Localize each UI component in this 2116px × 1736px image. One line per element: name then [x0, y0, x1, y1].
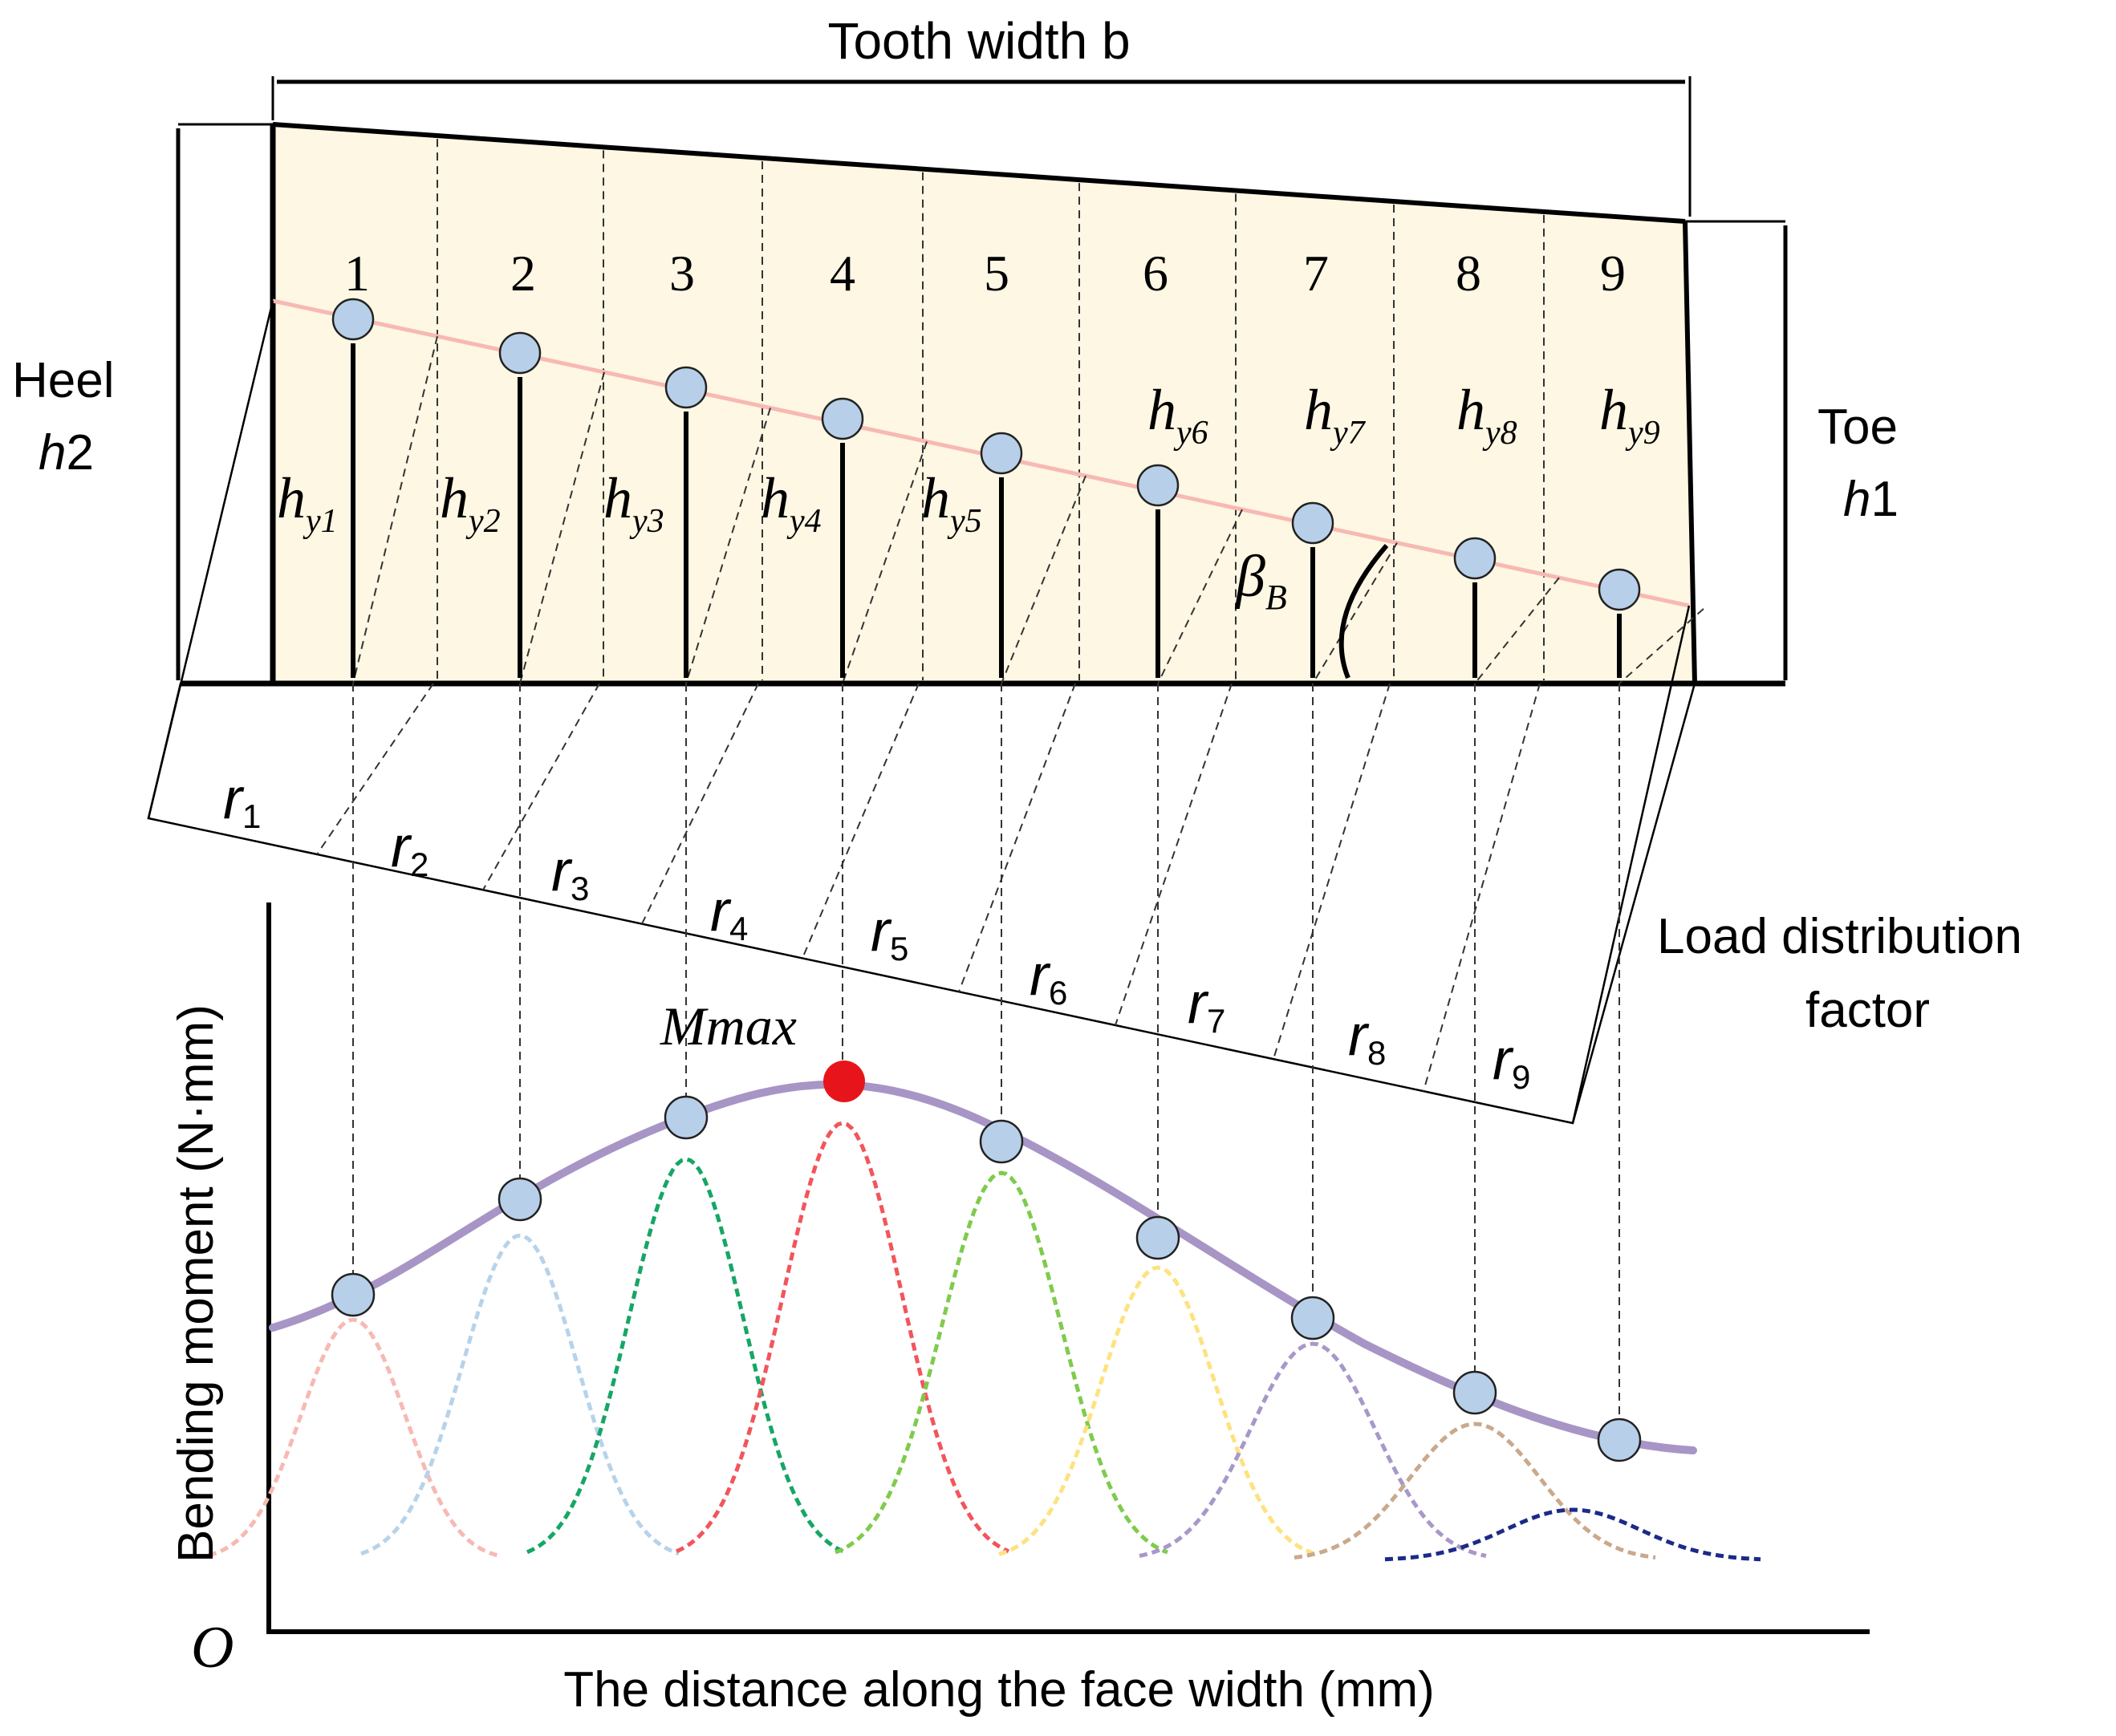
- load-factor-label-r7: r7: [1188, 971, 1225, 1040]
- segment-number-5: 5: [984, 245, 1009, 302]
- diagonal-guide-3: [685, 408, 771, 684]
- height-label-4: hy4: [761, 466, 822, 540]
- heel-label: Heel: [12, 353, 115, 408]
- segment-dividers: [437, 139, 1545, 680]
- height-label-8: hy8: [1456, 378, 1517, 452]
- toe-label: Toe: [1817, 400, 1898, 455]
- beta-angle-label: βB: [1234, 544, 1287, 617]
- height-label-3: hy3: [603, 466, 664, 540]
- local-moment-curve-1: [208, 1317, 498, 1558]
- height-label-6: hy6: [1147, 378, 1208, 452]
- load-strip-outline: [147, 682, 1696, 1125]
- height-label-1: hy1: [277, 466, 338, 540]
- load-factor-label-2: factor: [1805, 983, 1930, 1038]
- local-moment-curves: [208, 1121, 1761, 1562]
- max-moment-label: Mmax: [660, 996, 797, 1057]
- load-distribution-strip: [147, 682, 1696, 1125]
- strip-divider-8: [1423, 683, 1541, 1092]
- moment-point-5: [979, 1119, 1024, 1164]
- segment-labels: 1 hy1 r1 2 hy2 r2 3 hy3 r3 4 hy4 r4 5 hy5 r5 6 hy6 r6 7 hy7…: [223, 245, 1660, 1096]
- moment-chart: [208, 902, 1870, 1634]
- segment-number-1: 1: [344, 245, 370, 302]
- load-factor-label-r4: r4: [710, 879, 748, 947]
- tooth-contact-point-2: [498, 331, 542, 375]
- strip-divider-1: [316, 683, 434, 855]
- tooth-contact-point-3: [664, 366, 708, 409]
- tooth-width-label: Tooth width b: [827, 12, 1130, 70]
- load-factor-label-r3: r3: [551, 839, 589, 907]
- load-factor-label-r1: r1: [223, 767, 261, 835]
- tooth-contact-point-4: [821, 397, 864, 440]
- segment-number-2: 2: [510, 245, 536, 302]
- load-factor-label-r6: r6: [1030, 943, 1067, 1012]
- strip-divider-5: [958, 683, 1076, 992]
- moment-point-9: [1597, 1418, 1642, 1462]
- moment-point-3: [664, 1095, 709, 1140]
- diagonal-guide-8: [1474, 577, 1560, 684]
- local-moment-curve-4: [675, 1121, 1010, 1554]
- max-moment-point: [823, 1061, 865, 1102]
- origin-label: O: [191, 1615, 234, 1681]
- load-factor-label-r8: r8: [1348, 1004, 1386, 1072]
- diagonal-guide-lines: [352, 335, 1704, 684]
- segment-number-7: 7: [1303, 245, 1329, 302]
- strip-divider-2: [482, 683, 600, 890]
- diagonal-guide-5: [1001, 475, 1086, 684]
- moment-point-8: [1452, 1370, 1497, 1415]
- moment-point-7: [1290, 1296, 1335, 1341]
- height-label-5: hy5: [921, 466, 982, 540]
- segment-number-3: 3: [669, 245, 695, 302]
- y-axis-label: Bending moment (N·mm): [169, 1004, 224, 1563]
- tooth-contact-point-6: [1136, 464, 1180, 507]
- heel-height-label: h2: [39, 425, 94, 481]
- local-moment-curve-5: [835, 1170, 1168, 1555]
- vertical-guide-lines: [352, 683, 1620, 1419]
- diagonal-guide-1: [352, 335, 438, 684]
- tooth-contact-point-5: [980, 432, 1023, 475]
- x-axis-label: The distance along the face width (mm): [563, 1662, 1435, 1718]
- dimension-lines: [176, 76, 1788, 681]
- strip-divider-3: [641, 683, 759, 925]
- local-moment-curve-7: [1139, 1341, 1487, 1558]
- load-factor-label-r2: r2: [391, 815, 428, 883]
- tooth-contact-point-9: [1598, 568, 1641, 611]
- load-factor-label-r5: r5: [871, 899, 908, 967]
- strip-divider-6: [1115, 683, 1233, 1026]
- tooth-contact-point-1: [331, 298, 375, 341]
- local-moment-curve-2: [360, 1233, 680, 1556]
- contact-points: [331, 298, 1642, 1462]
- height-label-7: hy7: [1304, 378, 1367, 452]
- load-factor-label: Load distribution: [1657, 909, 2022, 964]
- tooth-contact-point-7: [1291, 501, 1334, 545]
- diagonal-guide-6: [1157, 509, 1243, 684]
- toe-height-label: h1: [1843, 472, 1899, 527]
- segment-number-8: 8: [1456, 245, 1481, 302]
- height-arrows: [351, 343, 1622, 679]
- tooth-face-area: [273, 124, 1695, 683]
- tooth-top-edge: [272, 122, 1686, 224]
- strip-divider-7: [1273, 683, 1391, 1060]
- load-factor-label-r9: r9: [1493, 1028, 1530, 1096]
- local-moment-curve-9: [1384, 1507, 1761, 1562]
- height-label-2: hy2: [440, 466, 501, 540]
- local-moment-curve-6: [998, 1265, 1318, 1556]
- moment-point-1: [331, 1272, 376, 1317]
- segment-number-6: 6: [1143, 245, 1168, 302]
- local-moment-curve-8: [1294, 1422, 1656, 1560]
- segment-number-9: 9: [1600, 245, 1626, 302]
- segment-number-4: 4: [830, 245, 855, 302]
- diagonal-guide-4: [842, 441, 928, 684]
- beta-angle-marker: [1338, 544, 1389, 679]
- moment-point-6: [1135, 1215, 1180, 1260]
- strip-dividers: [316, 683, 1541, 1092]
- local-moment-curve-3: [526, 1157, 847, 1555]
- height-label-9: hy9: [1599, 378, 1660, 452]
- diagonal-guide-9: [1618, 608, 1704, 684]
- moment-point-2: [498, 1177, 542, 1222]
- tooth-toe-edge: [1683, 221, 1697, 684]
- tooth-contact-point-8: [1453, 537, 1497, 580]
- strip-divider-4: [802, 683, 920, 959]
